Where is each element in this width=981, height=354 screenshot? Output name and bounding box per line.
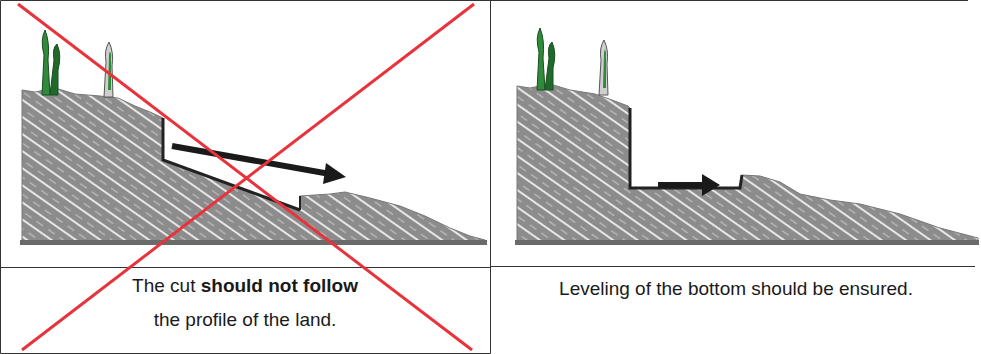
caption-text: should not follow	[201, 275, 358, 296]
caption-cell: Leveling of the bottom should be ensured…	[491, 272, 981, 306]
tree	[599, 40, 608, 95]
caption-text: The cut	[132, 275, 195, 296]
caption-text: Leveling of the bottom should be ensured…	[559, 278, 913, 299]
caption-text: the profile of the land.	[154, 309, 337, 330]
caption-line: The cut should not follow	[0, 269, 490, 303]
tree	[42, 30, 60, 95]
correct-cut-terrain	[515, 28, 979, 245]
tree	[537, 28, 555, 90]
red-cross	[18, 4, 474, 350]
caption-line: the profile of the land.	[0, 303, 490, 337]
caption-cell: The cut should not follow the profile of …	[0, 269, 490, 337]
wrong-cut-terrain	[20, 30, 487, 245]
